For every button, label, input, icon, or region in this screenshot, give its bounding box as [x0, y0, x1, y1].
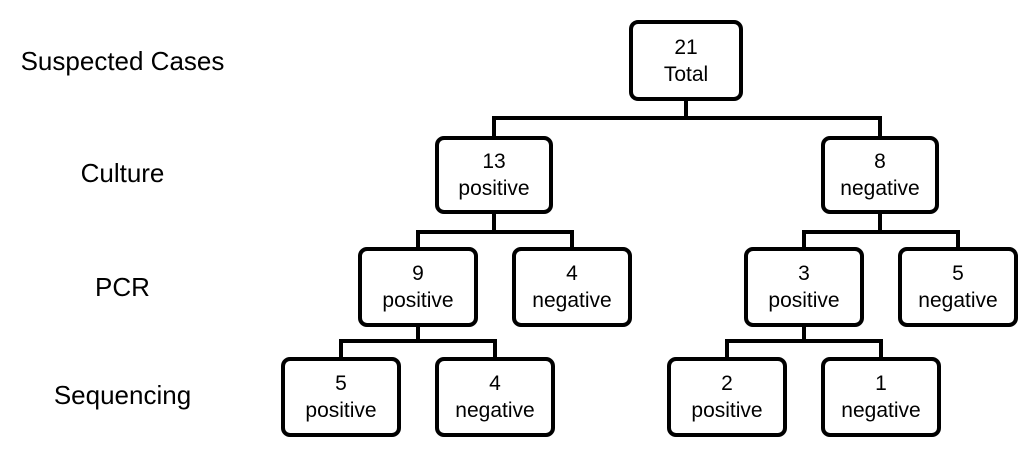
- node-pcr-left-positive-count: 9: [412, 262, 424, 285]
- node-seq-right-positive: 2 positive: [667, 357, 787, 437]
- node-culture-negative: 8 negative: [821, 136, 939, 214]
- node-pcr-right-negative-label: negative: [918, 289, 998, 312]
- stage-label-suspected-cases: Suspected Cases: [20, 46, 225, 76]
- node-seq-right-negative-count: 1: [875, 372, 887, 395]
- node-seq-right-negative: 1 negative: [821, 357, 941, 437]
- node-seq-right-negative-label: negative: [841, 399, 921, 422]
- node-seq-left-negative: 4 negative: [435, 357, 555, 437]
- node-pcr-left-positive-label: positive: [382, 289, 454, 312]
- node-pcr-right-positive-label: positive: [768, 289, 840, 312]
- node-culture-negative-count: 8: [874, 150, 886, 173]
- stage-label-culture: Culture: [80, 158, 165, 188]
- node-seq-left-positive-count: 5: [335, 372, 347, 395]
- node-pcr-left-negative-label: negative: [532, 289, 612, 312]
- node-pcr-left-negative: 4 negative: [512, 247, 632, 327]
- node-pcr-left-positive: 9 positive: [358, 247, 478, 327]
- node-pcr-left-negative-count: 4: [566, 262, 578, 285]
- node-pcr-right-negative-count: 5: [952, 262, 964, 285]
- node-culture-positive-count: 13: [482, 150, 506, 173]
- node-culture-positive: 13 positive: [435, 136, 553, 214]
- stage-label-sequencing: Sequencing: [53, 380, 192, 410]
- node-pcr-right-positive-count: 3: [798, 262, 810, 285]
- node-total: 21 Total: [629, 20, 743, 101]
- node-seq-left-positive: 5 positive: [281, 357, 401, 437]
- node-total-count: 21: [674, 35, 698, 59]
- node-seq-right-positive-label: positive: [691, 399, 763, 422]
- node-seq-right-positive-count: 2: [721, 372, 733, 395]
- node-pcr-right-positive: 3 positive: [744, 247, 864, 327]
- node-seq-left-negative-count: 4: [489, 372, 501, 395]
- node-culture-positive-label: positive: [458, 177, 530, 200]
- node-seq-left-negative-label: negative: [455, 399, 535, 422]
- node-seq-left-positive-label: positive: [305, 399, 377, 422]
- stage-label-pcr: PCR: [95, 272, 150, 302]
- node-pcr-right-negative: 5 negative: [898, 247, 1018, 327]
- node-culture-negative-label: negative: [840, 177, 920, 200]
- node-total-label: Total: [663, 62, 709, 86]
